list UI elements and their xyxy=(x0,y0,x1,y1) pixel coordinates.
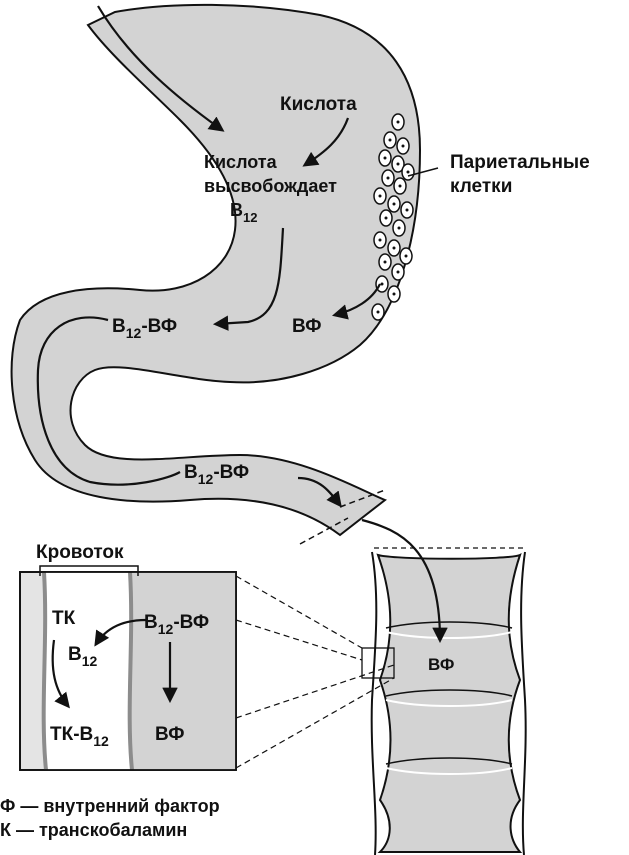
legend-tc: К — транскобаламин xyxy=(0,820,187,840)
inset-tc-label: ТК xyxy=(52,608,76,629)
if-ileum-label: ВФ xyxy=(428,655,454,674)
ileum-segment xyxy=(372,552,526,855)
zoom-line-top xyxy=(236,576,362,648)
zoom-line-mid1 xyxy=(236,620,362,660)
if-stomach-label: ВФ xyxy=(292,316,321,337)
parietal-label-1: Париетальные xyxy=(450,152,590,173)
stomach-duodenum-shape xyxy=(12,5,420,535)
bloodstream-label: Кровоток xyxy=(36,542,124,563)
acid-label: Кислота xyxy=(280,94,357,115)
acid-releases-label-2: высвобождает xyxy=(204,176,337,196)
parietal-label-2: клетки xyxy=(450,176,512,197)
inset-if-label: ВФ xyxy=(155,724,184,745)
legend-if: Ф — внутренний фактор xyxy=(0,796,220,816)
acid-releases-label-1: Кислота xyxy=(204,152,278,172)
